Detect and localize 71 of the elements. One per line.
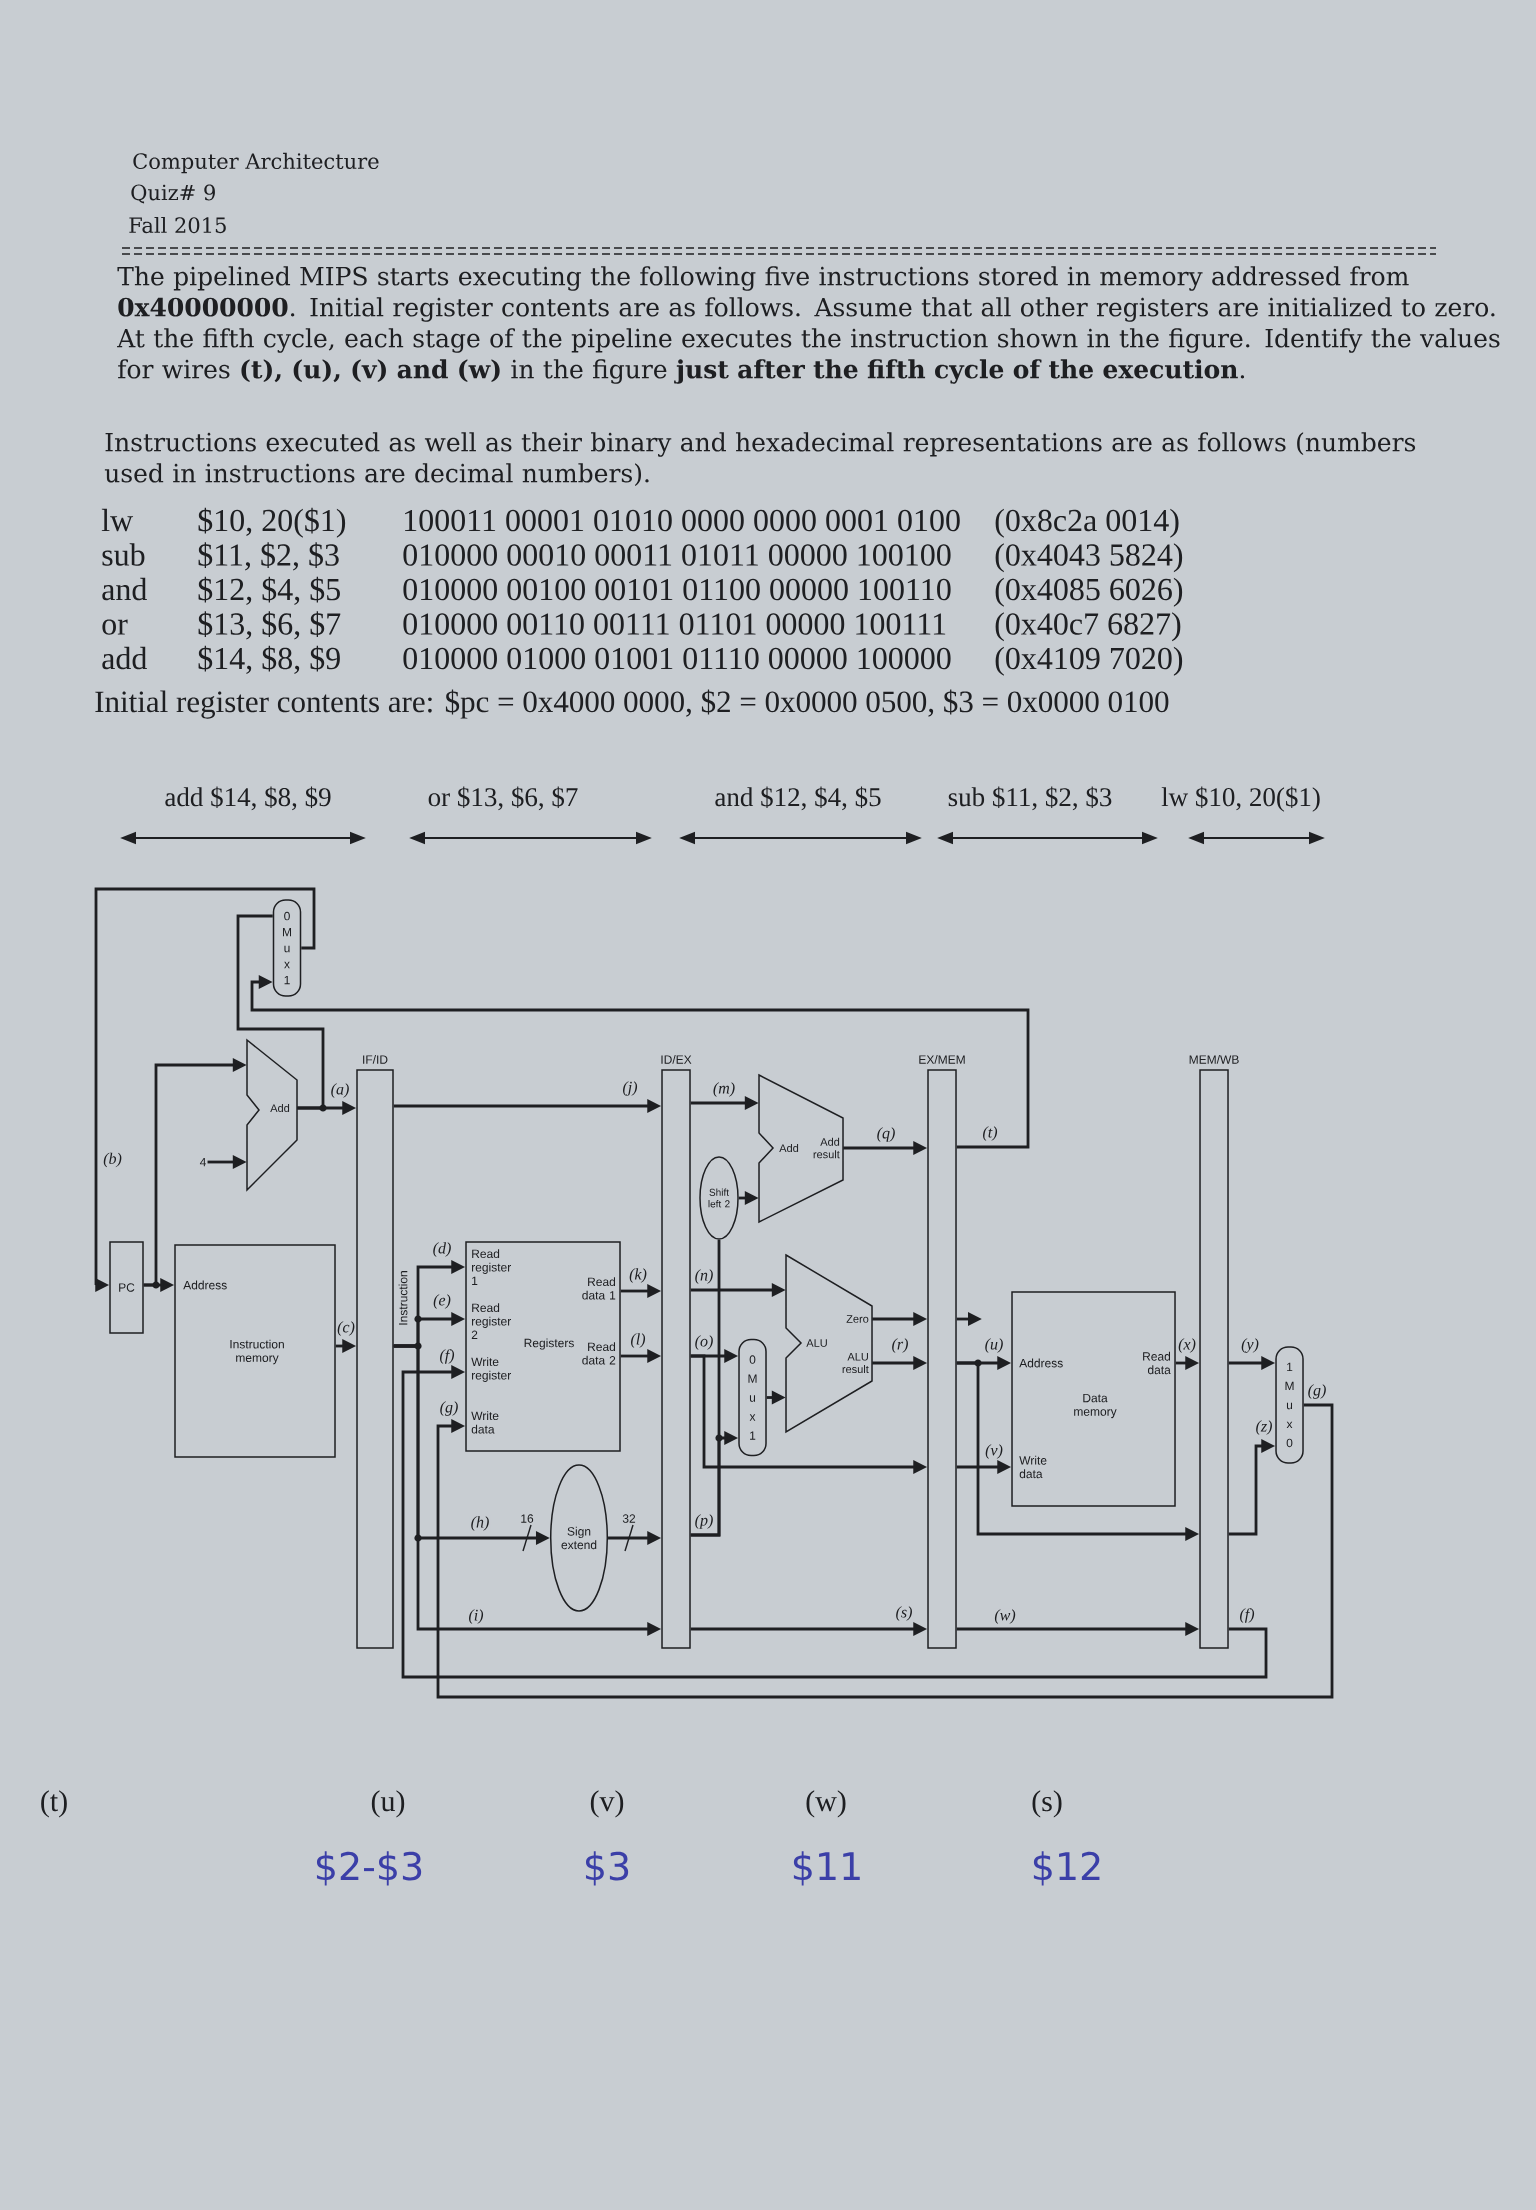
register-values: Initial register contents are: $pc = 0x4000 0000, $2 = 0x0000 0500, $3 = 0x0000 0100 [95, 689, 1169, 719]
constant-label: 4 [199, 1157, 206, 1167]
stage-instruction: sub $11, $2, $3 [948, 786, 1112, 811]
operand-list: $10, 20($1) [198, 507, 346, 538]
mnemonic: and [102, 577, 147, 601]
mnemonic: add [102, 646, 147, 670]
wire-label: (y) [1240, 1337, 1260, 1354]
wire-label: (k) [628, 1267, 648, 1284]
answer-label: (s) [1032, 1790, 1062, 1818]
wire-label: (r) [890, 1337, 910, 1354]
answer-label: (v) [590, 1790, 624, 1818]
hex-encoding: (0x4109 7020) [995, 646, 1183, 676]
operand-list: $14, $8, $9 [198, 645, 340, 674]
multiplexer: 0 M u x 1 [272, 899, 302, 997]
wire-label: (u) [983, 1337, 1005, 1354]
wire-label: (m) [711, 1081, 737, 1098]
hex-encoding: (0x4043 5824) [995, 543, 1183, 573]
operand-list: $12, $4, $5 [198, 576, 340, 605]
heading-line: Computer Architecture [133, 152, 379, 174]
binary-encoding: 010000 01000 01001 01110 00000 100000 [403, 647, 951, 670]
stage-instruction: add $14, $8, $9 [165, 786, 331, 811]
bus-label: Instruction [398, 1271, 408, 1325]
instruction-memory: Address Instruction memory [174, 1244, 336, 1458]
handwritten-answer: $12 [1033, 1851, 1100, 1886]
binary-encoding: 010000 00010 00011 01011 00000 100100 [403, 544, 951, 566]
pipeline-register: IF/ID [356, 1055, 394, 1649]
handwritten-answer: $11 [793, 1851, 860, 1886]
wire-label: (o) [693, 1334, 715, 1351]
binary-encoding: 010000 00110 00111 01101 00000 100111 [403, 613, 946, 635]
heading-line: Quiz# 9 [131, 184, 215, 204]
node-label: MEM/WB [1189, 1055, 1239, 1064]
mnemonic: or [102, 619, 128, 635]
stage-instruction: or $13, $6, $7 [428, 786, 578, 811]
stage-instruction: lw $10, 20($1) [1161, 786, 1320, 812]
wire-label: (x) [1177, 1337, 1197, 1354]
question-text: Instructions executed as well as their binary and hexadecimal representations are as follows (numbers used in instructions are decimal numbers). [104, 432, 1416, 487]
shift-unit: Shift left 2 [699, 1156, 739, 1240]
operand-list: $11, $2, $3 [198, 542, 339, 571]
answer-label: (w) [806, 1790, 846, 1818]
binary-encoding: 100011 00001 01010 0000 0000 0001 0100 [405, 509, 960, 532]
binary-encoding: 010000 00100 00101 01100 00000 100110 [403, 578, 951, 601]
node-label: EX/MEM [919, 1055, 965, 1064]
handwritten-answer: $3 [586, 1851, 629, 1886]
pc-register: PC [109, 1241, 144, 1334]
question-text: The pipelined MIPS starts executing the following five instructions stored in memory addressed from 0x40000000. Initial register contents are as follows. Assume that all other registers are initialized to zero. At the fifth cycle, each stage of the pipeline executes the instruction shown in the figure. Identify the values for wires (t), (u), (v) and (w) in the figure just after the fifth cycle of the execution. [117, 266, 1500, 384]
wire-arrow [94, 887, 316, 1292]
stage-instruction: and $12, $4, $5 [715, 786, 881, 811]
wire-label: (t) [981, 1125, 999, 1142]
hex-encoding: (0x40c7 6827) [995, 612, 1181, 642]
mnemonic: sub [102, 543, 145, 566]
wire-label: (e) [432, 1293, 452, 1310]
hex-encoding: (0x8c2a 0014) [995, 508, 1179, 538]
wire-arrow [250, 975, 1030, 1149]
heading-line: Fall 2015 [129, 216, 226, 234]
wire-label: (d) [431, 1241, 453, 1258]
hex-encoding: (0x4085 6026) [995, 577, 1183, 607]
answer-label: (t) [41, 1790, 67, 1818]
wire-label: (q) [875, 1126, 897, 1143]
wire [236, 914, 325, 1110]
wire-label: (l) [629, 1332, 647, 1349]
wire-label: (n) [693, 1268, 715, 1285]
wire-label: (a) [329, 1082, 351, 1099]
multiplexer: 1 M u x 0 [1275, 1346, 1304, 1464]
wire-label: (g) [1306, 1383, 1328, 1400]
mnemonic: lw [101, 508, 134, 532]
wire-label: (c) [336, 1320, 356, 1337]
node-label: ID/EX [661, 1055, 692, 1064]
operand-list: $13, $6, $7 [198, 611, 341, 640]
wire-label: (j) [621, 1080, 639, 1097]
answer-label: (u) [371, 1790, 405, 1818]
handwritten-answer: $2-$3 [316, 1851, 422, 1886]
